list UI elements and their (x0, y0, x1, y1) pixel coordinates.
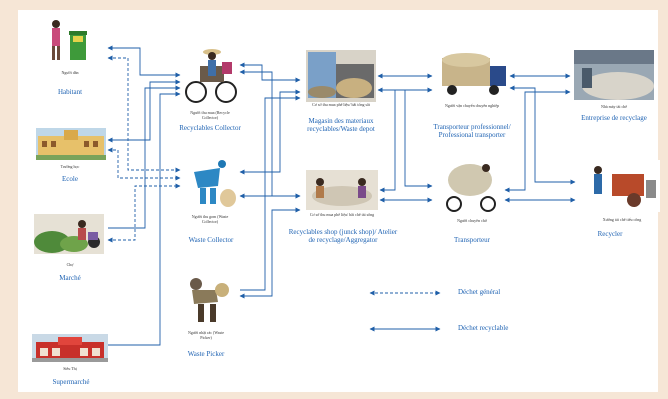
marche-label: Marché (59, 274, 81, 282)
transporteur-label: Transporteur (454, 236, 490, 244)
dashed-ecole-wc (107, 147, 181, 181)
recycler-caption: Xưởng tái chế tiểu công (602, 217, 642, 222)
pro-transport-label: Transporteur professionnel/ Professional… (433, 123, 511, 139)
arrow-habitant-collector (107, 45, 181, 78)
transporteur-caption: Người chuyên chở (457, 218, 487, 223)
arrow-wp-shop (239, 207, 301, 299)
entreprise-photo (574, 50, 654, 100)
marche-photo (34, 214, 104, 254)
habitant-caption: Người dân (61, 70, 79, 75)
depot-caption: Cơ sở thu mua phế liệu/ bãi tổng sắt (312, 102, 370, 107)
legend-general-label: Déchet général (458, 288, 501, 296)
pro-transport-photo (436, 52, 508, 100)
waste-collector-caption: Người thu gom (Waste Collector) (191, 214, 229, 224)
waste-picker-caption: Người nhặt rác (Waste Picker) (187, 330, 225, 340)
recycler-label: Recycler (597, 230, 623, 238)
waste-picker-photo (180, 270, 232, 326)
entreprise-label: Entreprise de recyclage (581, 114, 647, 122)
ecole-caption: Trường học (60, 164, 80, 169)
dashed-marche-wc (107, 183, 181, 243)
arrow-collector-depot (239, 62, 301, 83)
recyclables-collector-label: Recyclables Collector (179, 124, 241, 132)
shop-photo (306, 170, 378, 210)
dashed-flow-arrows (107, 55, 181, 243)
recyclables-collector-photo (182, 46, 238, 108)
legend-recyclable-label: Déchet recyclable (458, 324, 509, 332)
arrow-marche-collector (108, 85, 181, 229)
habitant-photo (42, 16, 98, 68)
pro-transport-caption: Người vận chuyển chuyên nghiệp (444, 103, 500, 108)
shop-caption: Cơ sở thu mua phế liệu/ bãi chế tái sống (309, 212, 375, 217)
supermarche-caption: Siêu Thị (63, 366, 77, 371)
supermarche-photo (32, 334, 108, 362)
depot-photo (306, 50, 376, 102)
shop-label: Recyclables shop (junck shop)/ Atelier d… (288, 228, 398, 244)
arrow-wc-depot (239, 89, 301, 175)
waste-picker-label: Waste Picker (187, 350, 225, 358)
supermarche-label: Supermarché (52, 378, 90, 386)
transporteur-photo (440, 160, 504, 214)
waste-collector-label: Waste Collector (188, 236, 234, 244)
ecole-label: Ecole (62, 175, 78, 183)
marche-caption: Chợ (66, 262, 74, 267)
arrow-shop-pro (379, 87, 433, 193)
habitant-label: Habitant (57, 88, 83, 96)
entreprise-caption: Nhà máy tái chế (600, 104, 628, 109)
arrow-collector-shop (239, 69, 301, 199)
ecole-photo (36, 128, 106, 160)
recyclables-collector-caption: Người thu mua (Recycle Collector) (190, 110, 230, 120)
waste-collector-photo (184, 158, 236, 210)
depot-label: Magasin des materiaux recyclables/Waste … (307, 117, 375, 133)
arrow-trans-entreprise (504, 89, 571, 193)
recycler-photo (584, 160, 660, 212)
